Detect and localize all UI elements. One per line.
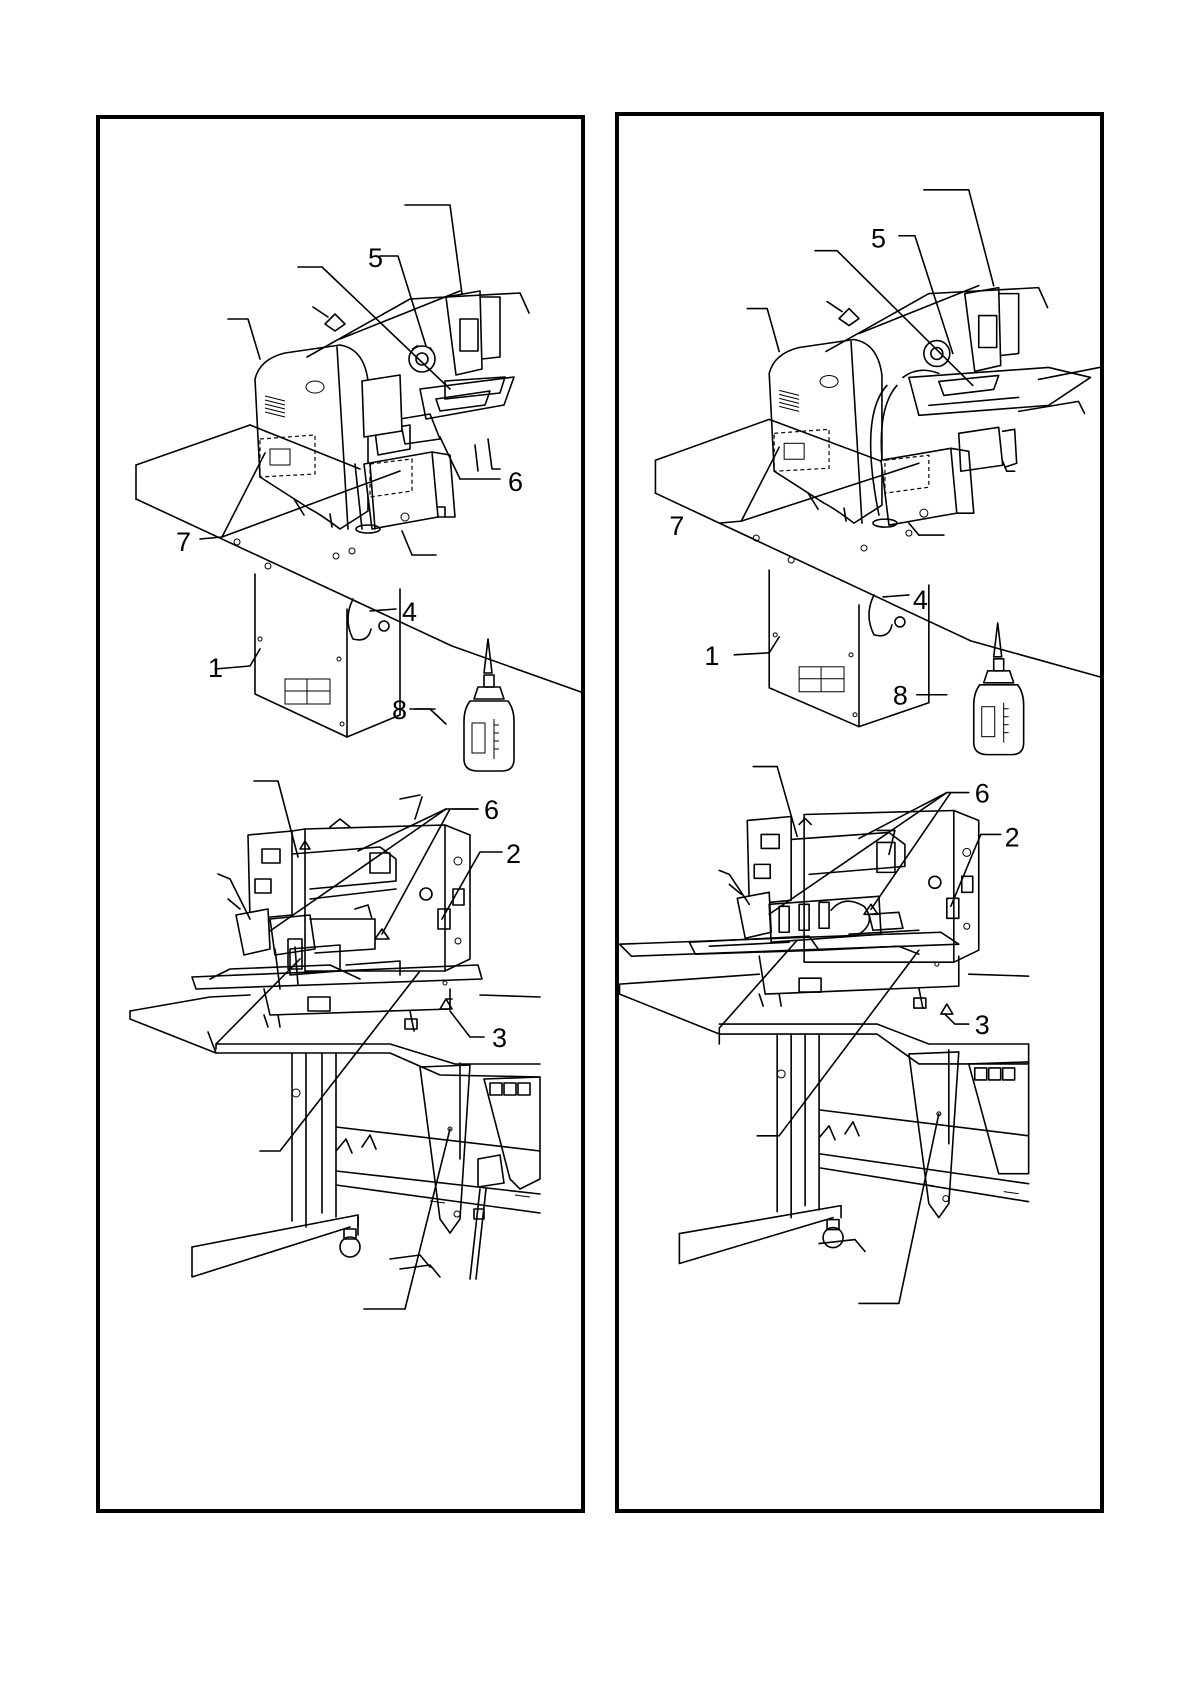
callout-6: 6 <box>508 467 523 497</box>
leader-lines-lower <box>216 781 502 1309</box>
oil-bottle <box>415 639 514 771</box>
machine-head-upper <box>255 291 529 533</box>
vent-grille-right <box>779 390 799 411</box>
callout-7: 7 <box>176 527 191 557</box>
callout-4: 4 <box>402 597 417 627</box>
callout-6-lower: 6 <box>484 795 499 825</box>
machine-stand-right <box>679 1034 1028 1264</box>
callout-3-right: 3 <box>975 1010 990 1040</box>
callout-5: 5 <box>368 243 383 273</box>
vent-grille <box>265 396 285 417</box>
machine-head-lower-right <box>620 811 979 1015</box>
left-upper-table <box>136 425 581 692</box>
control-box <box>255 574 400 737</box>
callout-2-right: 2 <box>1005 822 1020 852</box>
oil-bottle-right <box>917 623 1024 755</box>
callout-2: 2 <box>506 839 521 869</box>
machine-stand <box>192 1053 540 1279</box>
right-lower-table <box>620 974 1029 1064</box>
left-diagram-panel: 5 6 7 4 1 8 6 2 3 <box>96 115 585 1513</box>
machine-head-upper-right <box>769 286 1090 527</box>
callout-1: 1 <box>208 653 223 683</box>
callout-5-right: 5 <box>871 224 886 254</box>
callout-7-right: 7 <box>669 511 684 541</box>
right-diagram-panel: 5 7 4 1 8 6 2 3 <box>615 112 1104 1513</box>
callout-1-right: 1 <box>704 641 719 671</box>
left-machine-illustration: 5 6 7 4 1 8 6 2 3 <box>100 119 581 1509</box>
callout-6-lower-right: 6 <box>975 779 990 809</box>
callout-8: 8 <box>392 695 407 725</box>
callout-8-right: 8 <box>893 681 908 711</box>
left-lower-table <box>130 995 540 1077</box>
callout-3: 3 <box>492 1023 507 1053</box>
callout-4-right: 4 <box>913 585 928 615</box>
right-machine-illustration: 5 7 4 1 8 6 2 3 <box>619 116 1100 1506</box>
